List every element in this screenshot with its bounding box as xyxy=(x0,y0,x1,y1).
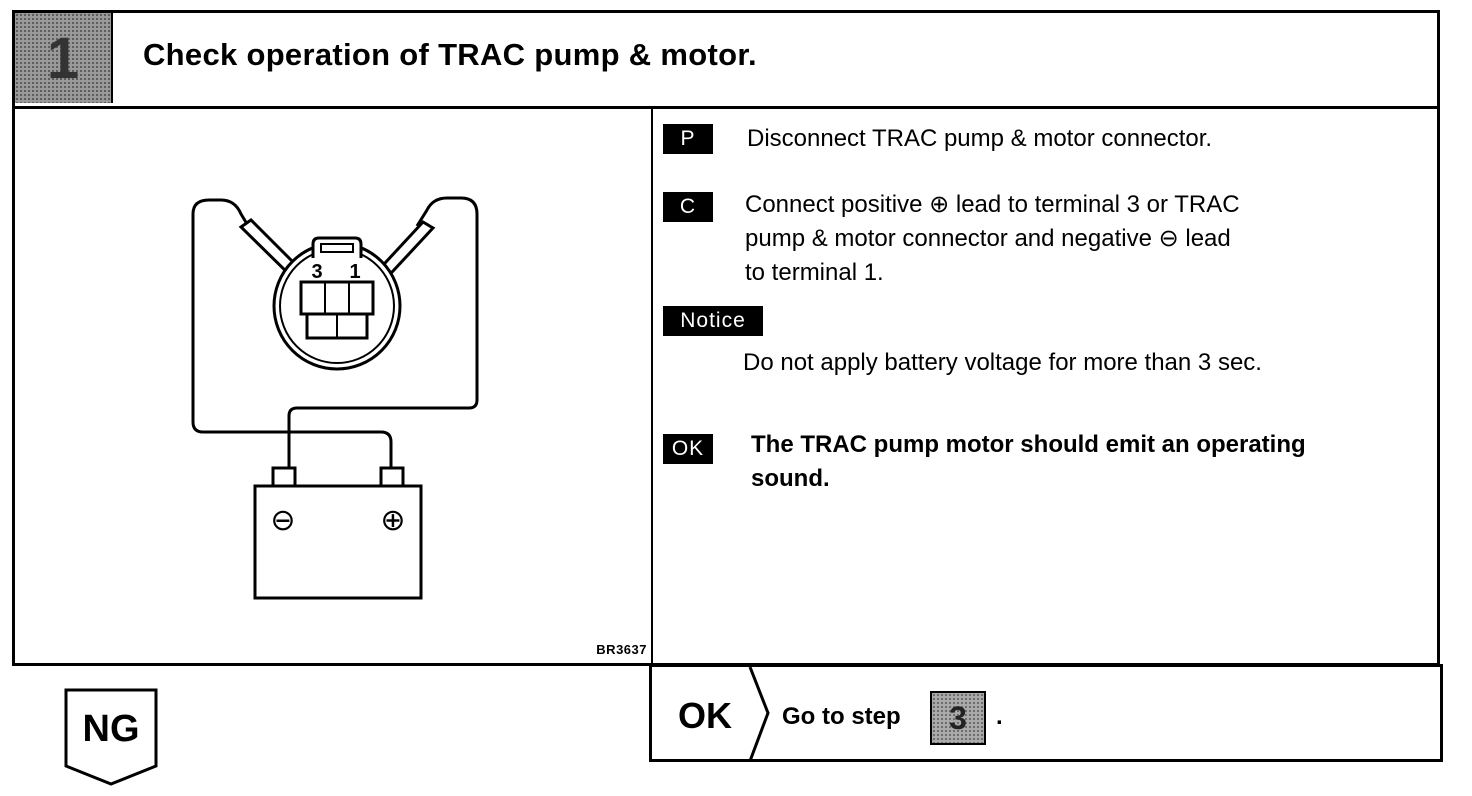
battery: ⊖ ⊕ xyxy=(253,466,423,600)
ok-text-line-2: sound. xyxy=(751,465,830,492)
battery-positive-symbol: ⊕ xyxy=(380,503,405,538)
ng-label: NG xyxy=(82,708,140,750)
go-to-step-period: . xyxy=(996,703,1003,730)
wiring-diagram: 3 1 ⊖ ⊕ BR3637 xyxy=(15,106,653,663)
ok-text-line-1: The TRAC pump motor should emit an opera… xyxy=(751,431,1306,458)
ng-result-box: NG xyxy=(64,688,158,786)
instructions-panel: P Disconnect TRAC pump & motor connector… xyxy=(653,106,1437,663)
go-to-step-text: Go to step xyxy=(782,703,901,730)
ok-result-box: OK Go to step 3 . xyxy=(649,664,1443,762)
ok-chevron-divider xyxy=(748,667,770,761)
check-text-line-2: pump & motor connector and negative ⊖ le… xyxy=(745,225,1231,252)
check-text-line-3: to terminal 1. xyxy=(745,259,884,286)
ok-tag: OK xyxy=(663,434,713,464)
notice-text: Do not apply battery voltage for more th… xyxy=(743,349,1262,376)
check-tag: C xyxy=(663,192,713,222)
prepare-text: Disconnect TRAC pump & motor connector. xyxy=(747,125,1213,152)
notice-tag: Notice xyxy=(663,306,763,336)
test-lead-wire xyxy=(287,196,479,480)
connector: 3 1 xyxy=(272,236,402,371)
procedure-frame: 1 Check operation of TRAC pump & motor. xyxy=(12,10,1440,666)
test-lead-wire xyxy=(191,198,393,478)
step-number-badge: 1 xyxy=(15,13,113,103)
ng-arrow-shape xyxy=(64,688,158,786)
figure-code: BR3637 xyxy=(596,642,647,657)
step-header: 1 Check operation of TRAC pump & motor. xyxy=(15,13,1437,109)
terminal-3-label: 3 xyxy=(311,261,322,283)
terminal-1-label: 1 xyxy=(349,261,360,283)
ok-result-label: OK xyxy=(678,695,732,736)
step-title: Check operation of TRAC pump & motor. xyxy=(143,37,757,72)
go-to-step-number[interactable]: 3 xyxy=(930,691,986,745)
pump-motor-test-diagram: 3 1 ⊖ ⊕ xyxy=(191,196,479,600)
battery-negative-symbol: ⊖ xyxy=(270,503,295,538)
prepare-tag: P xyxy=(663,124,713,154)
check-text-line-1: Connect positive ⊕ lead to terminal 3 or… xyxy=(745,191,1240,218)
